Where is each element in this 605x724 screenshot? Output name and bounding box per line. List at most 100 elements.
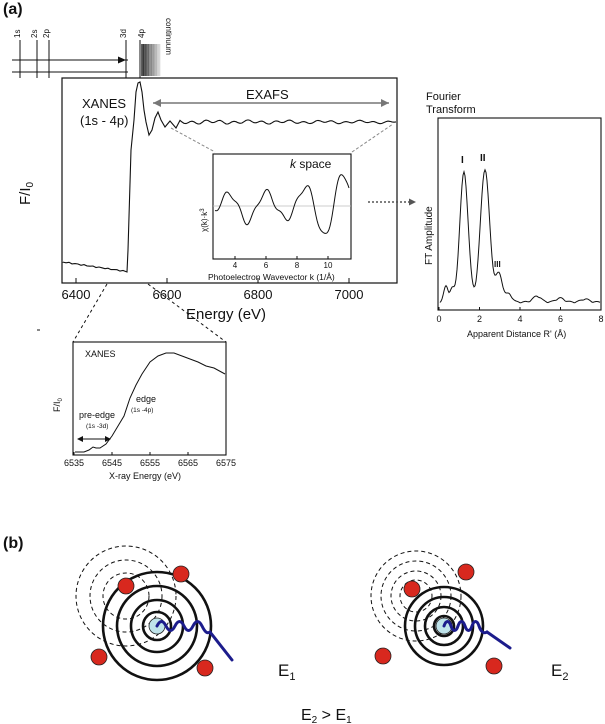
transition-arrowhead [118, 56, 126, 64]
xanes-zoom-x-tick-label: 6555 [140, 458, 160, 468]
kspace-frame [212, 153, 352, 260]
kspace-x-label: Photoelectron Wavevector k (1/Å) [208, 272, 335, 282]
ft-x-tick-label: 6 [558, 314, 563, 324]
photon-wave-icon [442, 620, 512, 650]
scatterer-atom [403, 580, 421, 598]
exafs-label: EXAFS [246, 87, 289, 102]
main-x-axis: 6400 6600 6800 7000 [62, 278, 364, 302]
scatterer-atom [485, 657, 503, 675]
panel-label-b: (b) [3, 535, 23, 552]
ft-y-label: FT Amplitude [424, 206, 435, 265]
main-spectrum-curve [62, 81, 397, 273]
xanes-zoom-x-tick-label: 6575 [216, 458, 236, 468]
ft-x-label: Apparent Distance R' (Å) [467, 329, 566, 339]
xanes-zoom-y-label: F/I0 [52, 398, 64, 413]
main-x-tick-label: 6600 [153, 287, 182, 302]
zoom-connector-left [72, 283, 108, 343]
kspace-y-label: χ(k)·k3 [200, 208, 209, 232]
kspace-x-tick-label: 8 [295, 261, 300, 270]
edge-sublabel: (1s -4p) [131, 407, 153, 414]
level-label-2p: 2p [42, 29, 51, 38]
energy-level-diagram: 1s 2s 2p 3d 4p continuum [12, 18, 173, 78]
energy-label-left: E1 [278, 661, 295, 683]
outgoing-wave-1 [432, 614, 456, 638]
kspace-connector-left [170, 127, 216, 153]
xanes-label-line1: XANES [82, 96, 126, 111]
ft-title-line2: Transform [426, 104, 476, 116]
continuum-gradient [141, 44, 161, 76]
backscatter-wave-1 [102, 572, 150, 620]
backscatter-wave-3 [380, 560, 452, 632]
ft-x-tick-label: 2 [477, 314, 482, 324]
ft-x-tick-label: 4 [517, 314, 522, 324]
exafs-arrowhead-right [381, 99, 389, 107]
main-y-label: F/I0 [17, 182, 36, 206]
main-x-tick-label: 6400 [62, 287, 91, 302]
backscatter-wave-3 [75, 545, 177, 647]
energy-relation: E2 > E1 [301, 707, 352, 724]
ft-peak-label-ii: II [480, 153, 486, 164]
outgoing-wave-4 [101, 570, 213, 682]
outgoing-wave-4 [403, 585, 485, 667]
xanes-zoom-x-axis: 6535 6545 6555 6565 6575 [64, 452, 236, 468]
outgoing-wave-3 [115, 584, 199, 668]
backscatter-wave-2 [89, 559, 163, 633]
level-label-4p: 4p [137, 29, 146, 38]
kspace-x-tick-label: 10 [324, 261, 333, 270]
ft-peak-label-i: I [461, 155, 464, 166]
continuum-label: continuum [164, 18, 173, 55]
main-x-label: Energy (eV) [186, 306, 266, 323]
pre-edge-arrowhead-left [77, 436, 83, 442]
xanes-zoom-curve [75, 352, 226, 453]
scatterer-atom [457, 563, 475, 581]
photon-wave-icon [155, 620, 234, 662]
main-spectrum: F/I0 XANES (1s - 4p) EXAFS 6400 6600 6800 7… [17, 77, 398, 323]
pre-edge-sublabel: (1s -3d) [86, 423, 108, 430]
exafs-arrowhead-left [153, 99, 161, 107]
pre-edge-arrowhead-right [105, 436, 111, 442]
backscatter-wave-4 [370, 550, 462, 642]
ft-peak-label-iii: III [494, 260, 501, 269]
kspace-curve [214, 174, 350, 234]
backscatter-wave-1 [399, 579, 433, 613]
ft-frame [437, 117, 602, 311]
xanes-zoom-x-label: X-ray Energy (eV) [109, 471, 181, 481]
main-plot-frame [61, 77, 398, 284]
to-ft-arrowhead [409, 198, 416, 206]
kspace-x-tick-label: 6 [264, 261, 269, 270]
edge-label: edge [136, 394, 156, 404]
main-x-tick-label: 7000 [335, 287, 364, 302]
level-label-1s: 1s [13, 30, 22, 38]
kspace-x-axis: 4 6 8 10 [233, 256, 333, 270]
kspace-x-tick-label: 4 [233, 261, 238, 270]
xanes-zoom-panel: XANES F/I0 pre-edge (1s -3d) edge (1s -4… [52, 341, 236, 481]
scatterer-atom [117, 577, 135, 595]
zoom-connector-right [147, 283, 227, 343]
energy-label-right: E2 [551, 661, 568, 683]
xanes-zoom-x-tick-label: 6545 [102, 458, 122, 468]
ft-title-line1: Fourier [426, 91, 461, 103]
xanes-zoom-title: XANES [85, 349, 116, 359]
ft-curve [439, 168, 601, 304]
scattering-right: E2 [370, 550, 568, 683]
fourier-transform-panel: Fourier Transform FT Amplitude I II III … [424, 91, 604, 339]
xanes-label-line2: (1s - 4p) [80, 113, 128, 128]
main-x-tick-label: 6800 [244, 287, 273, 302]
xanes-zoom-x-tick-label: 6535 [64, 458, 84, 468]
level-label-2s: 2s [30, 30, 39, 38]
scatterer-atom [196, 659, 214, 677]
ft-x-axis: 0 2 4 6 8 [436, 307, 604, 324]
scattering-left: E1 [75, 545, 295, 683]
xanes-zoom-x-tick-label: 6565 [178, 458, 198, 468]
ft-x-tick-label: 0 [436, 314, 441, 324]
scatterer-atom [90, 648, 108, 666]
kspace-connector-right [351, 123, 394, 153]
scatterer-atom [172, 565, 190, 583]
ft-x-tick-label: 8 [598, 314, 603, 324]
panel-label-a: (a) [3, 1, 23, 18]
level-label-3d: 3d [119, 29, 128, 38]
outgoing-wave-2 [423, 605, 465, 647]
